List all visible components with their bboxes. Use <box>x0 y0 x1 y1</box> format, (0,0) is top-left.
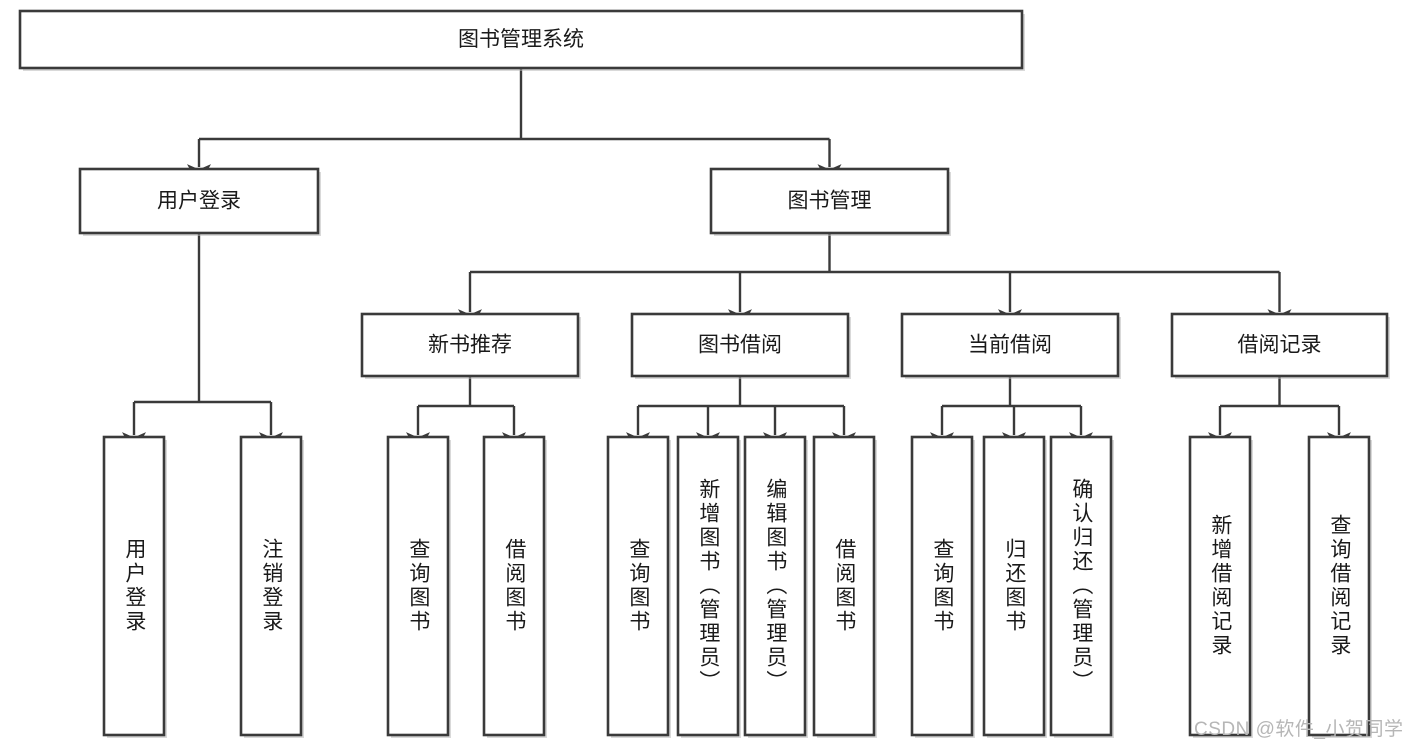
node-box-leaf-borrow-book-2[interactable] <box>812 435 876 737</box>
node-box-book-borrow[interactable] <box>630 312 850 378</box>
node-box-leaf-query-record[interactable] <box>1307 435 1371 737</box>
node-box-new-book-recommend[interactable] <box>360 312 580 378</box>
node-box-root[interactable] <box>18 9 1024 70</box>
watermark-text: CSDN @软件_小贺同学 <box>1194 719 1404 740</box>
node-box-leaf-query-book-3[interactable] <box>910 435 974 737</box>
node-box-leaf-add-record[interactable] <box>1188 435 1252 737</box>
node-box-leaf-return-book[interactable] <box>982 435 1046 737</box>
node-label-root: 图书管理系统 <box>458 28 584 51</box>
node-box-book-management[interactable] <box>709 167 950 235</box>
node-label-borrow-records: 借阅记录 <box>1238 334 1322 357</box>
node-label-current-borrow: 当前借阅 <box>968 334 1052 357</box>
node-box-leaf-query-book-2[interactable] <box>606 435 670 737</box>
node-box-current-borrow[interactable] <box>900 312 1120 378</box>
node-box-user-login[interactable] <box>78 167 320 235</box>
node-box-leaf-user-logout[interactable] <box>239 435 303 737</box>
edges-layer <box>122 68 1351 454</box>
node-label-book-management: 图书管理 <box>788 190 872 213</box>
node-box-leaf-edit-book[interactable] <box>743 435 807 737</box>
node-box-borrow-records[interactable] <box>1170 312 1389 378</box>
node-box-leaf-user-login[interactable] <box>102 435 166 737</box>
node-box-leaf-query-book-1[interactable] <box>386 435 450 737</box>
boxes-layer <box>18 9 1390 738</box>
node-box-leaf-confirm-return[interactable] <box>1049 435 1113 737</box>
node-label-new-book-recommend: 新书推荐 <box>428 334 512 357</box>
node-label-user-login: 用户登录 <box>157 190 241 213</box>
node-label-book-borrow: 图书借阅 <box>698 334 782 357</box>
node-box-leaf-borrow-book-1[interactable] <box>482 435 546 737</box>
node-box-leaf-add-book[interactable] <box>676 435 740 737</box>
